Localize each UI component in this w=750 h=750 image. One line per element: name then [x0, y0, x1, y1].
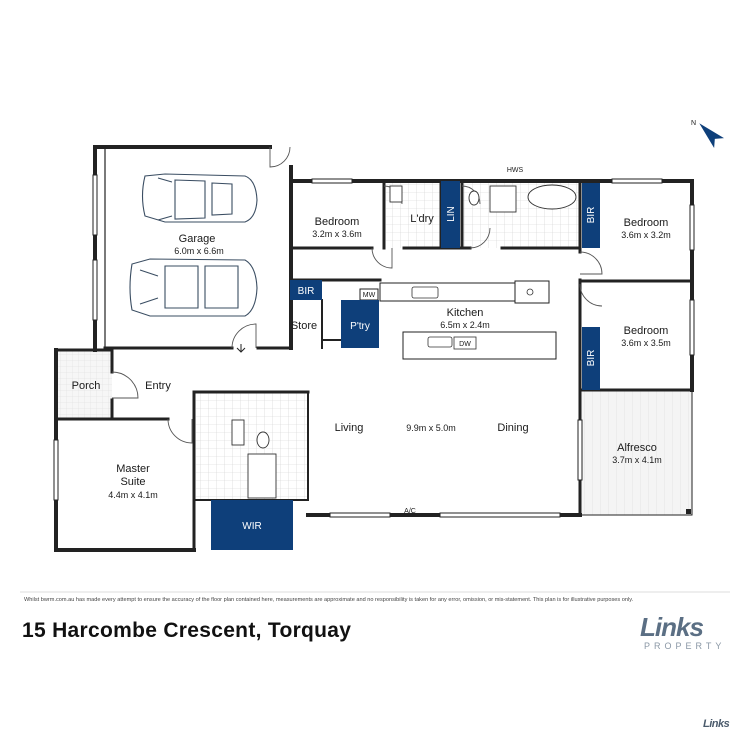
mw-label: MW	[363, 292, 376, 299]
doors	[111, 146, 603, 444]
bathroom-fixtures	[231, 184, 577, 499]
garage-label: Garage	[179, 233, 216, 245]
bir-label-2: BIR	[586, 207, 597, 224]
brand-name: Links	[640, 612, 704, 642]
windows	[53, 174, 695, 518]
floor-plan: Garage 6.0m x 6.6m Bedroom 3.2m x 3.6m L…	[20, 120, 730, 593]
master-label-line2: Suite	[120, 476, 145, 488]
north-compass-icon	[699, 123, 725, 149]
dining-label: Dining	[497, 422, 528, 434]
pantry-label: P'try	[350, 321, 370, 332]
downpipe-icon	[686, 509, 691, 514]
bedroom-1-dims: 3.2m x 3.6m	[312, 229, 362, 239]
property-address: 15 Harcombe Crescent, Torquay	[22, 619, 352, 642]
living-dims: 9.9m x 5.0m	[406, 423, 456, 433]
bir-label-1: BIR	[298, 286, 315, 297]
store-label: Store	[291, 320, 317, 332]
brand-small-logo: Links	[703, 718, 730, 730]
alfresco-label: Alfresco	[617, 442, 657, 454]
brand-sub: PROPERTY	[644, 641, 726, 651]
ac-label: A/C	[404, 508, 416, 515]
master-dims: 4.4m x 4.1m	[108, 490, 158, 500]
entry-arrow-icon	[236, 344, 246, 353]
bedroom-2-label: Bedroom	[624, 217, 669, 229]
kitchen-dims: 6.5m x 2.4m	[440, 320, 490, 330]
car-top-icon	[141, 173, 258, 223]
master-label-line1: Master	[116, 463, 150, 475]
living-label: Living	[335, 422, 364, 434]
built-in-robes	[211, 181, 600, 550]
kitchen-benches	[359, 280, 557, 360]
alfresco-dims: 3.7m x 4.1m	[612, 455, 662, 465]
lin-label: LIN	[446, 206, 457, 222]
alfresco-floor	[580, 391, 692, 515]
disclaimer-text: Whilst bwrm.com.au has made every attemp…	[24, 597, 634, 603]
bir-label-3: BIR	[586, 350, 597, 367]
laundry-label: L'dry	[410, 213, 434, 225]
hws-label: HWS	[507, 167, 524, 174]
car-bottom-icon	[129, 258, 258, 317]
wir-label: WIR	[242, 521, 261, 532]
bedroom-1-label: Bedroom	[315, 216, 360, 228]
garage-dims: 6.0m x 6.6m	[174, 246, 224, 256]
kitchen-label: Kitchen	[447, 307, 484, 319]
bedroom-2-dims: 3.6m x 3.2m	[621, 230, 671, 240]
sink-icon	[411, 286, 534, 350]
compass-label: N	[691, 120, 696, 127]
brand-logo: Links PROPERTY	[640, 612, 730, 656]
porch-floor	[58, 351, 112, 419]
bedroom-3-dims: 3.6m x 3.5m	[621, 338, 671, 348]
bedroom-3-label: Bedroom	[624, 325, 669, 337]
entry-label: Entry	[145, 380, 171, 392]
porch-label: Porch	[72, 380, 101, 392]
dw-label: DW	[459, 341, 471, 348]
